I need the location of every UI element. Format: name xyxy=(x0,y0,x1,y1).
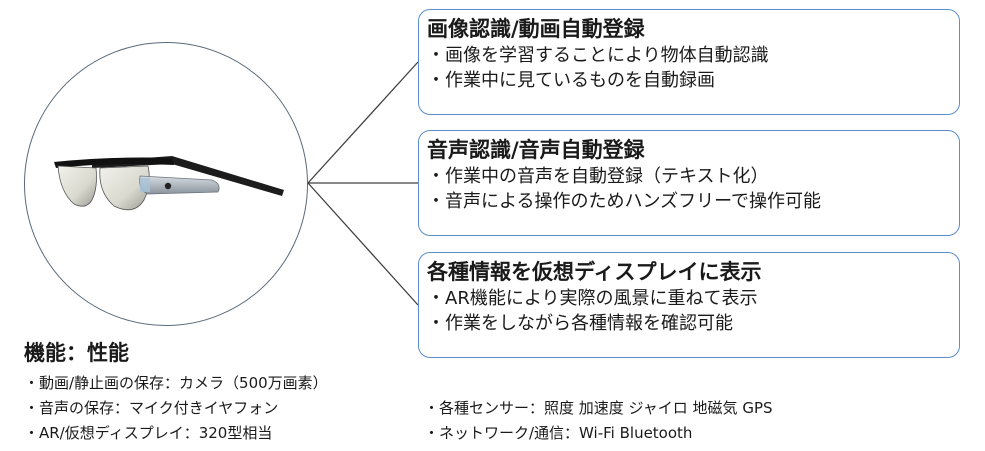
smart-glasses-image xyxy=(54,156,284,211)
spec-item-audio: ・音声の保存：マイク付きイヤフォン xyxy=(24,399,279,417)
feature-title: 画像認識/動画自動登録 xyxy=(427,17,645,41)
specs-title: 機能：性能 xyxy=(24,341,129,365)
spec-item-network: ・ネットワーク/通信：Wi-Fi Bluetooth xyxy=(424,424,693,442)
connector-line-3 xyxy=(307,182,419,306)
feature-box-voice-recognition: 音声認識/音声自動登録 ・作業中の音声を自動登録（テキスト化） ・音声による操作… xyxy=(418,130,960,236)
feature-title: 各種情報を仮想ディスプレイに表示 xyxy=(427,260,762,284)
feature-box-image-recognition: 画像認識/動画自動登録 ・画像を学習することにより物体自動認識 ・作業中に見てい… xyxy=(418,9,960,115)
connector-line-1 xyxy=(307,61,419,184)
feature-item: ・AR機能により実際の風景に重ねて表示 xyxy=(427,288,758,309)
feature-item: ・作業中に見ているものを自動録画 xyxy=(427,70,715,91)
feature-item: ・音声による操作のためハンズフリーで操作可能 xyxy=(427,191,822,212)
feature-item: ・作業中の音声を自動登録（テキスト化） xyxy=(427,166,769,187)
feature-title: 音声認識/音声自動登録 xyxy=(427,138,645,162)
feature-item: ・画像を学習することにより物体自動認識 xyxy=(427,45,769,66)
spec-item-sensors: ・各種センサー：照度 加速度 ジャイロ 地磁気 GPS xyxy=(424,399,773,417)
spec-item-camera: ・動画/静止画の保存：カメラ（500万画素） xyxy=(24,374,328,392)
feature-item: ・作業をしながら各種情報を確認可能 xyxy=(427,313,733,334)
spec-item-display: ・AR/仮想ディスプレイ：320型相当 xyxy=(24,424,273,442)
device-circle xyxy=(24,42,308,326)
feature-box-virtual-display: 各種情報を仮想ディスプレイに表示 ・AR機能により実際の風景に重ねて表示 ・作業… xyxy=(418,252,960,358)
